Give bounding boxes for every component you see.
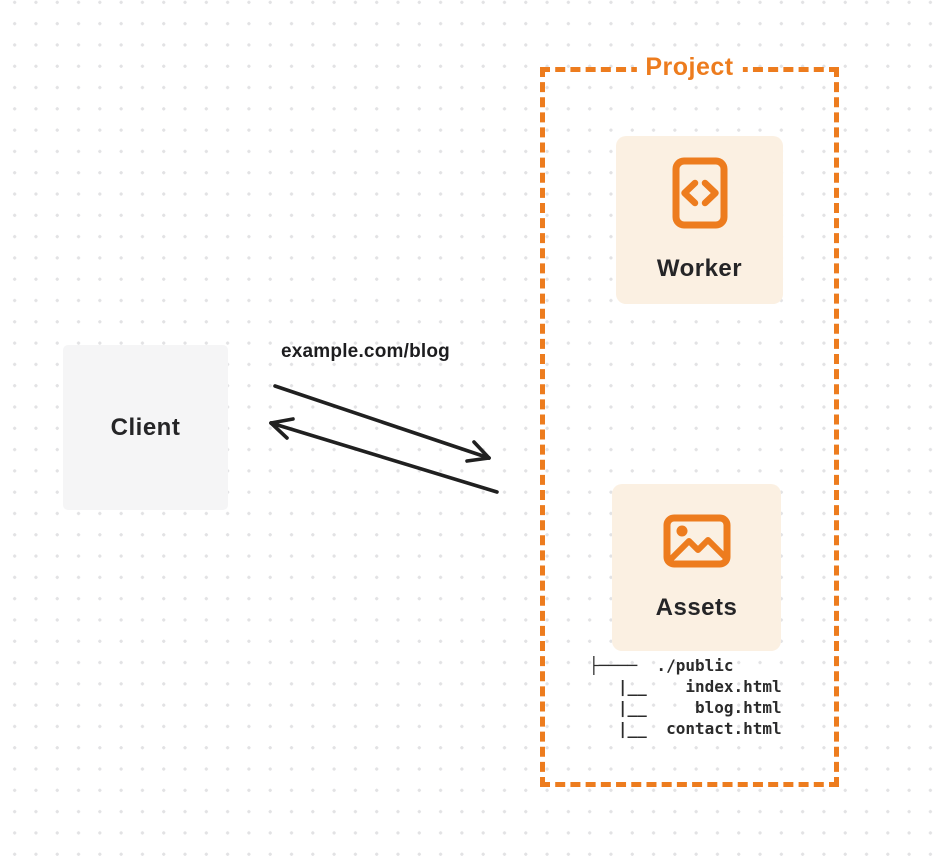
client-label: Client <box>110 413 181 441</box>
assets-label: Assets <box>655 593 738 621</box>
worker-node: Worker <box>616 136 783 304</box>
worker-label: Worker <box>656 255 743 282</box>
file-tree-root: ├──── ./public <box>589 656 734 675</box>
response-arrow <box>269 417 499 494</box>
file-tree-item: |__ blog.html <box>589 698 782 717</box>
assets-file-tree: ├──── ./public |__ index.html |__ blog.h… <box>589 655 782 739</box>
project-label: Project <box>636 53 743 82</box>
file-tree-item: |__ index.html <box>589 677 782 696</box>
code-document-icon <box>672 157 727 229</box>
request-arrow <box>273 384 491 463</box>
request-url-label: example.com/blog <box>281 341 450 362</box>
image-icon <box>663 514 730 567</box>
file-tree-item: |__ contact.html <box>589 719 782 738</box>
assets-node: Assets <box>612 484 781 651</box>
project-group: Project Worker Assets ├──── ./public |__… <box>540 53 839 787</box>
client-node: Client <box>63 345 228 510</box>
